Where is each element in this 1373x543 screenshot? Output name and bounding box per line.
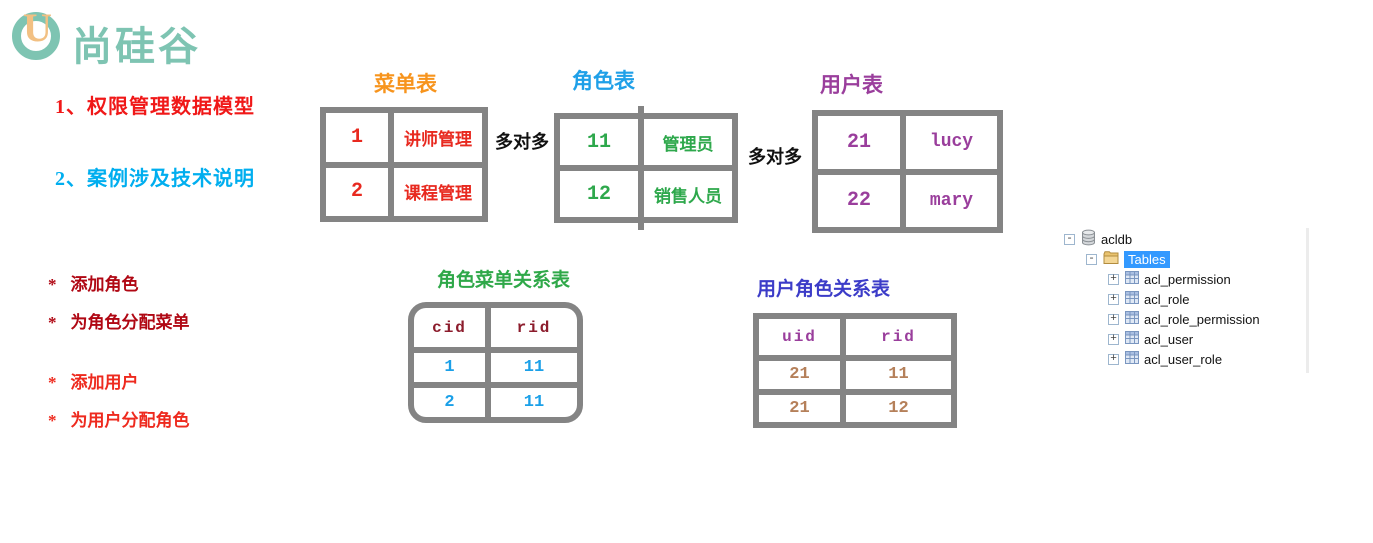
divider-tick bbox=[638, 222, 644, 230]
tree-node-acldb[interactable]: - acldb bbox=[1064, 229, 1133, 249]
relation-cell: 1 bbox=[414, 353, 485, 382]
folder-icon bbox=[1103, 250, 1119, 268]
role-menu-relation-title: 角色菜单关系表 bbox=[437, 270, 571, 291]
bullet-label: 为角色分配菜单 bbox=[70, 313, 190, 332]
bullet-add-role: * 添加角色 bbox=[48, 270, 139, 295]
bullet-assign-menu: * 为角色分配菜单 bbox=[48, 308, 190, 333]
user-table: 21 lucy 22 mary bbox=[812, 110, 1003, 233]
many-to-many-label: 多对多 bbox=[748, 147, 802, 167]
relation-cell: 11 bbox=[491, 353, 577, 382]
table-icon bbox=[1125, 331, 1139, 347]
relation-cell: 21 bbox=[759, 394, 840, 422]
bullet-star-icon: * bbox=[48, 373, 57, 392]
relation-header-cell: cid bbox=[414, 308, 485, 347]
tree-node-table[interactable]: + acl_role bbox=[1108, 290, 1190, 308]
tree-node-label[interactable]: acl_user_role bbox=[1144, 351, 1223, 367]
brand-logo: U 尚硅谷 bbox=[10, 4, 240, 69]
table-icon bbox=[1125, 291, 1139, 307]
tree-node-label[interactable]: acl_role_permission bbox=[1144, 311, 1260, 327]
bullet-star-icon: * bbox=[48, 313, 57, 332]
database-icon bbox=[1081, 229, 1096, 249]
tree-node-label[interactable]: acldb bbox=[1101, 231, 1133, 247]
bullet-label: 为用户分配角色 bbox=[70, 411, 190, 430]
role-table: 11 管理员 12 销售人员 bbox=[554, 106, 738, 230]
user-table-cell: 22 bbox=[818, 174, 900, 227]
logo-ring-icon bbox=[12, 12, 60, 60]
role-table-cell: 销售人员 bbox=[644, 171, 732, 217]
role-table-title: 角色表 bbox=[572, 69, 635, 93]
brand-name: 尚硅谷 bbox=[72, 25, 201, 69]
tree-node-table[interactable]: + acl_user_role bbox=[1108, 350, 1222, 368]
menu-table-title: 菜单表 bbox=[374, 72, 437, 96]
user-table-title: 用户表 bbox=[820, 73, 883, 97]
bullet-label: 添加角色 bbox=[70, 275, 139, 294]
expand-icon[interactable]: + bbox=[1108, 293, 1119, 305]
heading-data-model: 1、权限管理数据模型 bbox=[55, 96, 255, 118]
expand-icon[interactable]: + bbox=[1108, 273, 1119, 285]
expand-icon[interactable]: + bbox=[1108, 353, 1119, 365]
bullet-assign-role: * 为用户分配角色 bbox=[48, 406, 190, 431]
menu-table-cell: 1 bbox=[326, 113, 388, 162]
bullet-star-icon: * bbox=[48, 275, 57, 294]
tree-node-table[interactable]: + acl_user bbox=[1108, 330, 1193, 348]
user-role-relation-title: 用户角色关系表 bbox=[757, 279, 891, 300]
expand-icon[interactable]: + bbox=[1108, 333, 1119, 345]
user-table-cell: mary bbox=[906, 174, 997, 227]
tree-node-table[interactable]: + acl_permission bbox=[1108, 270, 1231, 288]
menu-table-cell: 2 bbox=[326, 167, 388, 216]
table-icon bbox=[1125, 351, 1139, 367]
tree-node-label[interactable]: acl_user bbox=[1144, 331, 1194, 347]
tree-node-label[interactable]: acl_role bbox=[1144, 291, 1190, 307]
relation-header-cell: rid bbox=[846, 319, 951, 355]
relation-header-cell: uid bbox=[759, 319, 840, 355]
heading-tech-notes: 2、案例涉及技术说明 bbox=[55, 168, 255, 190]
tree-node-label-selected[interactable]: Tables bbox=[1124, 250, 1170, 268]
tree-node-table[interactable]: + acl_role_permission bbox=[1108, 310, 1260, 328]
bullet-label: 添加用户 bbox=[70, 373, 139, 392]
many-to-many-label: 多对多 bbox=[495, 132, 549, 152]
relation-header-cell: rid bbox=[491, 308, 577, 347]
relation-cell: 11 bbox=[491, 388, 577, 417]
menu-table-cell: 讲师管理 bbox=[394, 113, 482, 162]
table-icon bbox=[1125, 271, 1139, 287]
collapse-icon[interactable]: - bbox=[1086, 253, 1097, 265]
panel-edge-divider bbox=[1306, 228, 1309, 373]
user-role-relation-table: uid rid 21 11 21 12 bbox=[753, 313, 957, 428]
user-table-cell: lucy bbox=[906, 116, 997, 169]
role-table-cell: 11 bbox=[560, 119, 638, 165]
menu-table-cell: 课程管理 bbox=[394, 167, 482, 216]
relation-cell: 21 bbox=[759, 361, 840, 389]
logo-u-icon: U bbox=[23, 5, 52, 50]
user-table-cell: 21 bbox=[818, 116, 900, 169]
relation-cell: 2 bbox=[414, 388, 485, 417]
role-table-cell: 管理员 bbox=[644, 119, 732, 165]
tree-node-tables[interactable]: - Tables bbox=[1086, 250, 1170, 268]
relation-cell: 11 bbox=[846, 361, 951, 389]
bullet-add-user: * 添加用户 bbox=[48, 368, 139, 393]
table-icon bbox=[1125, 311, 1139, 327]
collapse-icon[interactable]: - bbox=[1064, 233, 1075, 245]
relation-cell: 12 bbox=[846, 394, 951, 422]
bullet-star-icon: * bbox=[48, 411, 57, 430]
divider-tick bbox=[638, 106, 644, 114]
expand-icon[interactable]: + bbox=[1108, 313, 1119, 325]
menu-table: 1 讲师管理 2 课程管理 bbox=[320, 107, 488, 222]
role-table-cell: 12 bbox=[560, 171, 638, 217]
tree-node-label[interactable]: acl_permission bbox=[1144, 271, 1231, 287]
role-menu-relation-table: cid rid 1 11 2 11 bbox=[408, 302, 583, 423]
